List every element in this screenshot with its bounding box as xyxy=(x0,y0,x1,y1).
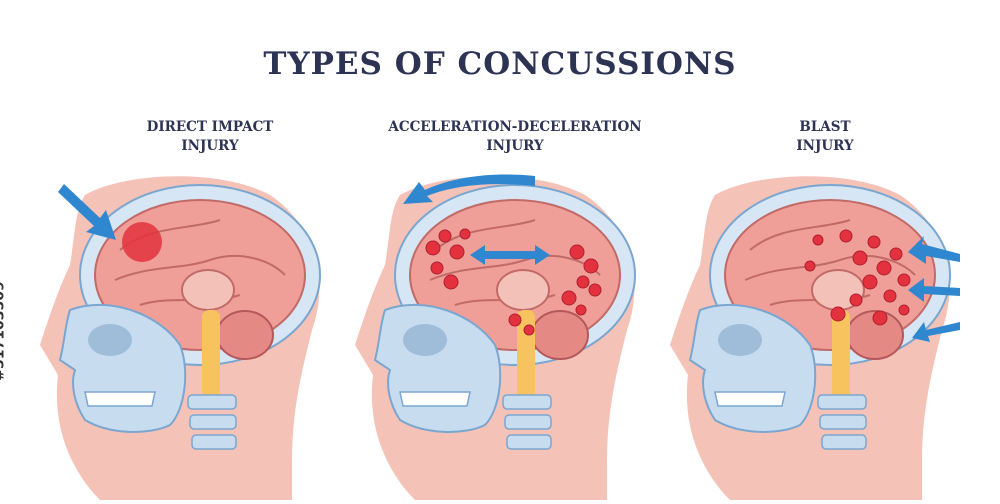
acceleration-deceleration-illustration xyxy=(345,170,655,500)
blast-injury-label: BLAST INJURY xyxy=(740,118,910,156)
direct-impact-label: DIRECT IMPACT INJURY xyxy=(110,118,310,156)
blast-injury-label-line1: BLAST xyxy=(799,119,851,135)
page-title: TYPES OF CONCUSSIONS xyxy=(263,46,737,82)
eye-socket xyxy=(718,324,762,356)
impact-arrow-icon xyxy=(58,184,116,240)
lesion-dots xyxy=(804,229,911,326)
vertebrae xyxy=(187,394,237,450)
lesion-dots xyxy=(425,228,602,336)
top-arrow-icon xyxy=(403,174,535,204)
blast-arrow-icon xyxy=(908,278,960,302)
cerebellum xyxy=(216,310,274,360)
blast-arrow-icon xyxy=(908,236,960,264)
vertebrae xyxy=(817,394,867,450)
spinal-cord xyxy=(832,310,850,400)
blast-arrow-icon xyxy=(912,322,960,342)
vertebrae xyxy=(502,394,552,450)
head-illustration xyxy=(670,176,960,500)
direct-impact-label-line2: INJURY xyxy=(181,138,239,154)
teeth xyxy=(399,391,471,407)
impact-lesion xyxy=(122,222,162,262)
direct-impact-illustration xyxy=(30,170,340,500)
eye-socket xyxy=(403,324,447,356)
motion-arrow-icon xyxy=(470,245,550,265)
blast-injury-illustration xyxy=(660,170,970,500)
eye-socket xyxy=(88,324,132,356)
brainstem-core xyxy=(496,269,550,311)
direct-impact-label-line1: DIRECT IMPACT xyxy=(146,119,274,135)
teeth xyxy=(714,391,786,407)
acceleration-deceleration-label-line2: INJURY xyxy=(486,138,544,154)
stock-image-id-text: #517103509 xyxy=(0,281,8,381)
stock-image-id: #517103509 xyxy=(0,265,30,405)
teeth xyxy=(84,391,156,407)
brainstem-core xyxy=(181,269,235,311)
head-illustration xyxy=(40,176,321,500)
acceleration-deceleration-label-line1: ACCELERATION-DECELERATION xyxy=(388,119,642,135)
acceleration-deceleration-label: ACCELERATION-DECELERATION INJURY xyxy=(355,118,675,156)
cerebellum xyxy=(531,310,589,360)
head-illustration xyxy=(355,174,636,500)
blast-injury-label-line2: INJURY xyxy=(796,138,854,154)
spinal-cord xyxy=(202,310,220,400)
